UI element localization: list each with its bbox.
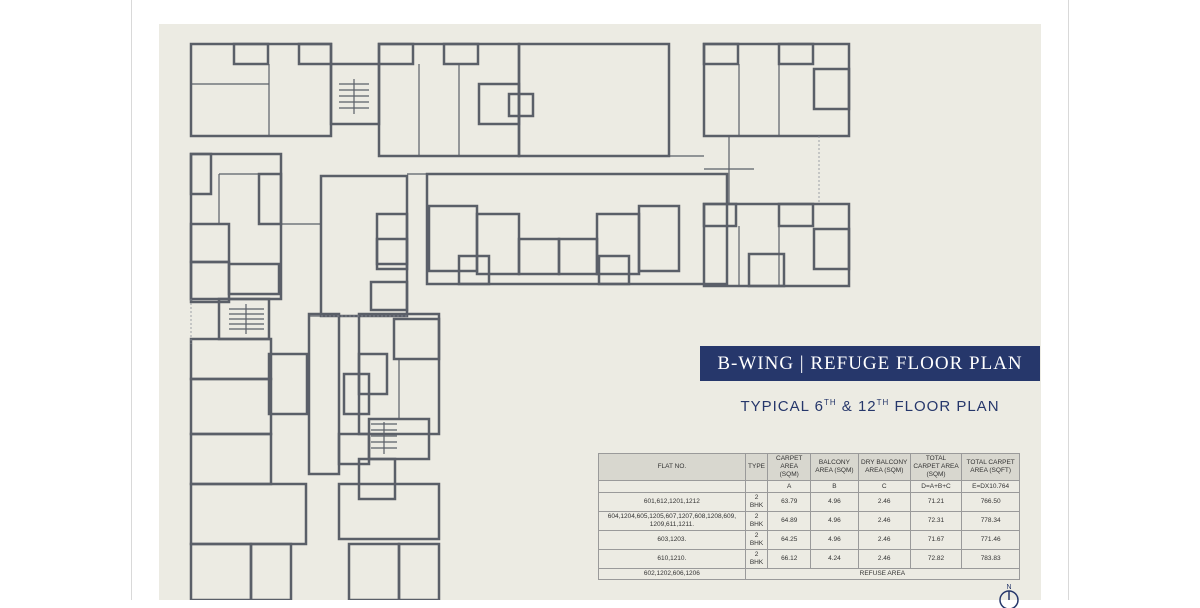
table-cell: 72.82 — [909, 549, 963, 569]
area-statement-table: FLAT NO. TYPE CARPET AREA (SQM) BALCONY … — [598, 453, 1021, 580]
table-cell: 766.50 — [961, 492, 1020, 512]
table-cell: 2.46 — [857, 492, 911, 512]
table-cell: 601,612,1201,1212 — [598, 492, 746, 512]
header-flat-no: FLAT NO. — [598, 453, 746, 481]
north-arrow-icon: N — [999, 584, 1019, 608]
subtitle-prefix: TYPICAL 6 — [740, 398, 824, 415]
table-cell: 602,1202,606,1206 — [598, 568, 746, 580]
header-carpet-area: CARPET AREA (SQM) — [767, 453, 812, 481]
formula-cell: B — [810, 480, 859, 493]
north-label: N — [1006, 584, 1011, 591]
table-cell: 2.46 — [857, 530, 911, 550]
table-cell: 610,1210. — [598, 549, 746, 569]
formula-cell: E=DX10.764 — [961, 480, 1020, 493]
floor-plan-subtitle: TYPICAL 6TH & 12TH FLOOR PLAN — [700, 398, 1040, 415]
header-total-sqm: TOTAL CARPET AREA (SQM) — [909, 453, 963, 481]
floor-plan-drawing — [189, 42, 851, 600]
table-row: 604,1204,605,1205,607,1207,608,1208,609,… — [598, 511, 1020, 531]
header-total-sqft: TOTAL CARPET AREA (SQFT) — [961, 453, 1020, 481]
formula-cell: C — [857, 480, 911, 493]
table-cell: 2 BHK — [744, 549, 769, 569]
formula-cell: D=A+B+C — [909, 480, 963, 493]
subtitle-middle: & 12 — [836, 398, 877, 415]
table-cell: 603,1203. — [598, 530, 746, 550]
table-cell: 63.79 — [767, 492, 812, 512]
table-cell: 604,1204,605,1205,607,1207,608,1208,609,… — [598, 511, 746, 531]
table-cell: 783.83 — [961, 549, 1020, 569]
table-cell: 4.96 — [810, 492, 859, 512]
subtitle-sup-2: TH — [876, 398, 890, 407]
formula-cell — [744, 480, 769, 493]
table-cell: 71.21 — [909, 492, 963, 512]
table-cell: 66.12 — [767, 549, 812, 569]
table-row: 610,1210. 2 BHK 66.12 4.24 2.46 72.82 78… — [598, 549, 1020, 569]
table-cell: 778.34 — [961, 511, 1020, 531]
table-cell: 71.67 — [909, 530, 963, 550]
formula-cell: A — [767, 480, 812, 493]
table-cell: 2.46 — [857, 511, 911, 531]
refuse-area-row: 602,1202,606,1206 REFUSE AREA — [598, 568, 1021, 580]
table-cell: 72.31 — [909, 511, 963, 531]
table-header-row: FLAT NO. TYPE CARPET AREA (SQM) BALCONY … — [598, 453, 1020, 481]
header-type: TYPE — [744, 453, 769, 481]
table-cell: 64.25 — [767, 530, 812, 550]
table-cell: 4.24 — [810, 549, 859, 569]
header-dry-balcony-area: DRY BALCONY AREA (SQM) — [857, 453, 911, 481]
refuse-area-label: REFUSE AREA — [744, 568, 1021, 580]
table-cell: 4.96 — [810, 511, 859, 531]
subtitle-sup-1: TH — [823, 398, 837, 407]
subtitle-suffix: FLOOR PLAN — [889, 398, 1000, 415]
header-balcony-area: BALCONY AREA (SQM) — [810, 453, 859, 481]
table-cell: 2 BHK — [744, 530, 769, 550]
table-formula-row: A B C D=A+B+C E=DX10.764 — [598, 480, 1020, 493]
formula-cell — [598, 480, 746, 493]
table-cell: 2 BHK — [744, 511, 769, 531]
table-cell: 771.46 — [961, 530, 1020, 550]
table-row: 601,612,1201,1212 2 BHK 63.79 4.96 2.46 … — [598, 492, 1020, 512]
plan-title-banner: B-WING | REFUGE FLOOR PLAN — [700, 346, 1040, 381]
table-cell: 2 BHK — [744, 492, 769, 512]
table-cell: 4.96 — [810, 530, 859, 550]
plan-title: B-WING | REFUGE FLOOR PLAN — [717, 352, 1023, 374]
table-cell: 2.46 — [857, 549, 911, 569]
table-row: 603,1203. 2 BHK 64.25 4.96 2.46 71.67 77… — [598, 530, 1020, 550]
table-cell: 64.89 — [767, 511, 812, 531]
